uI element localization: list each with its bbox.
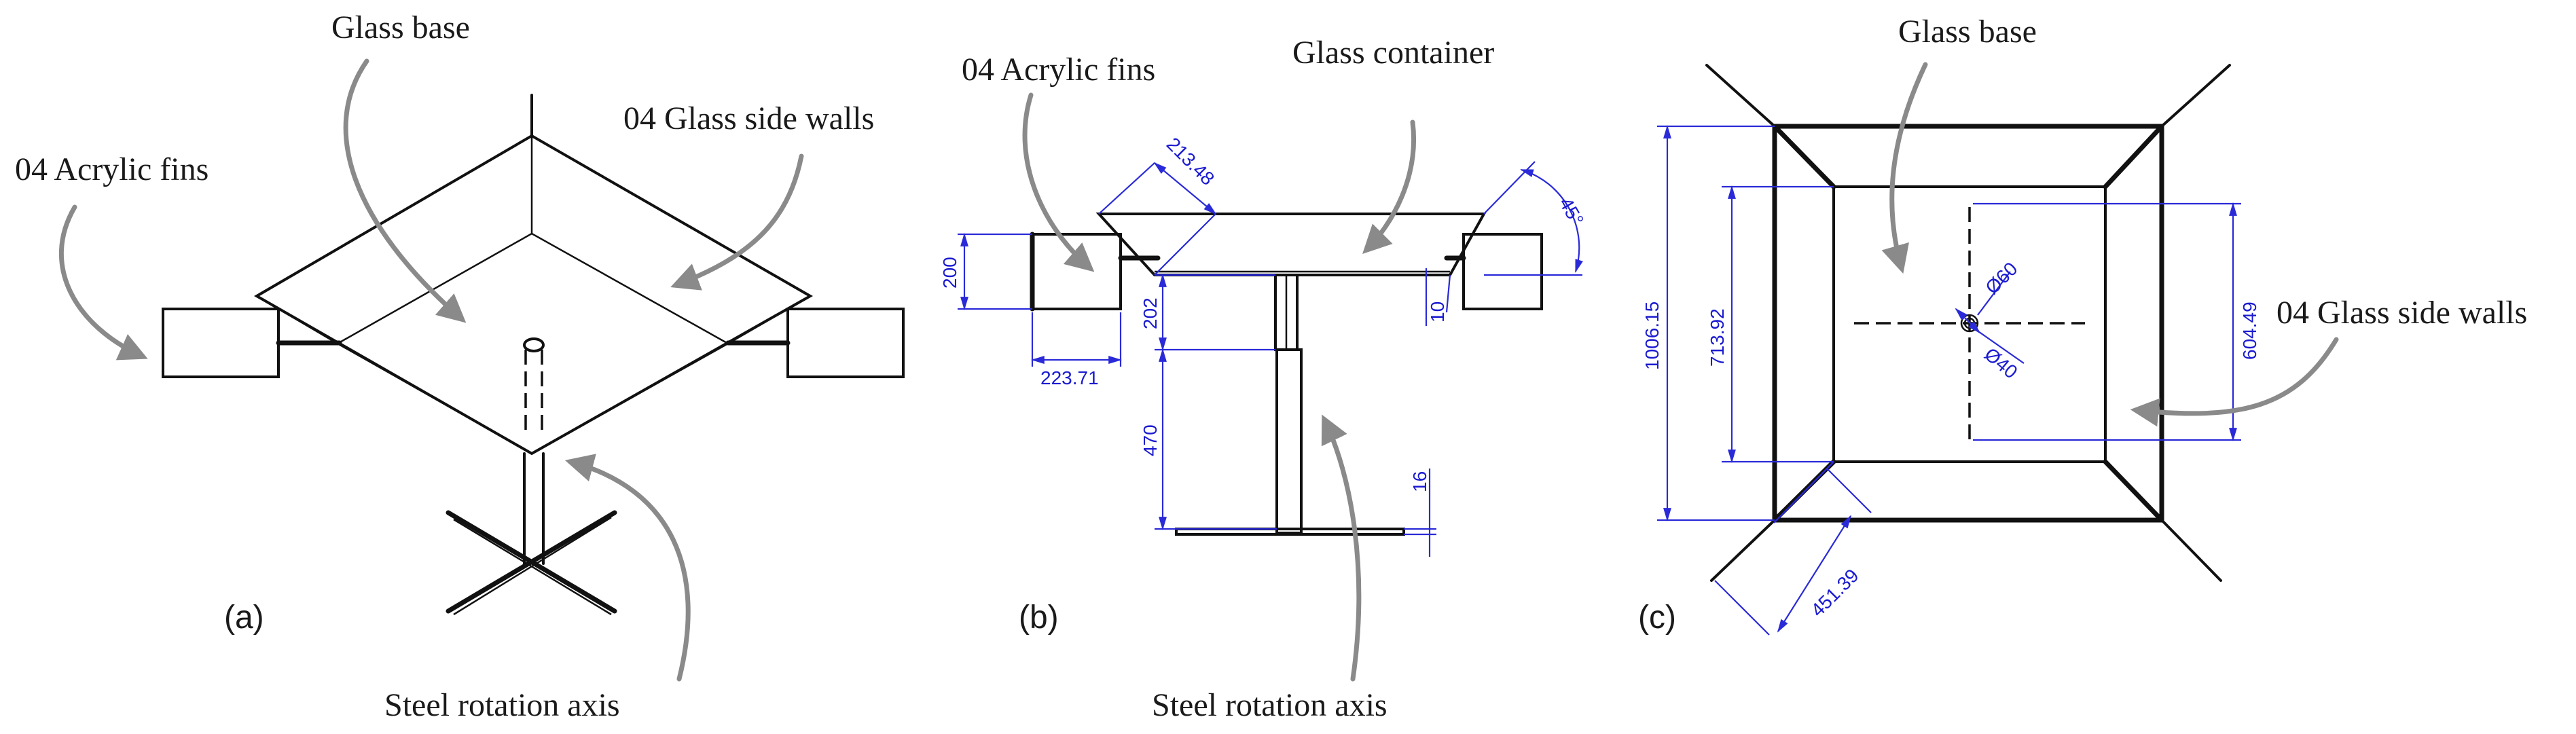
wall-edge-line — [727, 295, 811, 345]
base-leg — [446, 510, 617, 614]
dimension-lines — [958, 161, 1583, 557]
dimension-line — [1773, 461, 1834, 524]
acrylic-fin-right — [1462, 233, 1543, 310]
dimension-line — [1976, 329, 2025, 364]
panel-a: Glass base 04 Glass side walls 04 Acryli… — [15, 10, 905, 723]
dimension-label: 1006.15 — [1641, 301, 1663, 370]
wall-edge-line — [256, 295, 338, 345]
panel-c-drawing: 1006.15 713.92 604.49 451.39 Ø60 Ø40 — [1641, 64, 2260, 636]
lower-shaft — [1275, 348, 1303, 534]
label-side-walls: 04 Glass side walls — [623, 100, 874, 136]
dimension-label: Ø60 — [1981, 258, 2021, 298]
dimension-label: 10 — [1427, 301, 1448, 323]
label-rotation-axis: Steel rotation axis — [1152, 687, 1387, 723]
dimension-label: 16 — [1409, 471, 1430, 492]
fin-line — [2160, 64, 2231, 128]
container-top-rim — [254, 134, 814, 456]
fin-line — [2160, 519, 2222, 582]
base-leg-edge — [453, 516, 612, 616]
pointer-arrow — [1022, 92, 1095, 272]
label-rotation-axis: Steel rotation axis — [384, 687, 620, 723]
panel-a-drawing — [162, 94, 905, 616]
dimension-label: 45° — [1555, 194, 1588, 230]
fin-line — [1710, 519, 1776, 582]
dimension-label: 470 — [1140, 424, 1161, 456]
label-glass-base: Glass base — [1898, 14, 2037, 50]
dimension-line — [1098, 162, 1155, 215]
label-glass-container: Glass container — [1292, 35, 1494, 71]
dimension-label: 604.49 — [2239, 301, 2260, 360]
dimension-label: 200 — [939, 257, 960, 289]
fin-line — [1705, 64, 1776, 128]
dimension-line — [1153, 162, 1217, 215]
dimension-line — [1955, 308, 1981, 334]
base-leg-edge — [453, 518, 612, 616]
panel-caption: (c) — [1638, 600, 1676, 636]
dimension-line — [1154, 213, 1216, 276]
dimension-line — [1445, 274, 1451, 313]
glass-base-square — [1832, 185, 2107, 463]
panel-b: 213.48 45° 200 223.71 202 470 10 16 04 A… — [939, 35, 1588, 723]
dimension-label: 223.71 — [1040, 367, 1099, 388]
outer-frame — [1772, 124, 2164, 523]
dimension-lines — [1657, 125, 2241, 636]
glass-base-outline — [335, 232, 730, 455]
wall-corner-line — [2103, 459, 2164, 523]
pointer-arrow — [564, 454, 691, 682]
dimension-line — [1777, 515, 1852, 633]
dimension-line — [1977, 271, 2011, 316]
panel-caption: (a) — [224, 600, 264, 636]
panel-c: 1006.15 713.92 604.49 451.39 Ø60 Ø40 Gla… — [1638, 14, 2527, 636]
pointer-arrow — [1321, 414, 1362, 682]
pointer-arrow — [343, 58, 467, 323]
dimension-line — [1483, 161, 1536, 215]
shaft-top-ellipse — [523, 337, 545, 352]
dimension-label: 202 — [1140, 297, 1161, 329]
pointer-arrow — [1881, 62, 1928, 274]
acrylic-fin-left — [162, 308, 280, 378]
wall-corner-line — [1772, 124, 1836, 189]
pointer-arrow — [670, 153, 804, 291]
dimension-label: Ø40 — [1980, 344, 2021, 383]
acrylic-fin-left — [1031, 233, 1122, 310]
glass-container-section — [1095, 213, 1487, 276]
label-glass-base: Glass base — [331, 10, 470, 45]
acrylic-fin-right — [786, 308, 905, 378]
angle-arc — [1520, 168, 1583, 273]
dimension-line — [1714, 580, 1770, 636]
pointer-arrow — [58, 204, 148, 361]
dimension-line — [1826, 468, 1872, 513]
pointer-arrow — [1362, 120, 1416, 254]
label-acrylic-fins: 04 Acrylic fins — [962, 52, 1155, 88]
base-plate — [1175, 528, 1405, 536]
panel-caption: (b) — [1019, 600, 1059, 636]
pointer-arrow — [2130, 337, 2339, 427]
label-acrylic-fins: 04 Acrylic fins — [15, 151, 208, 187]
dimension-label: 713.92 — [1707, 308, 1728, 367]
wall-corner-line — [2103, 124, 2164, 189]
dimension-label: 213.48 — [1163, 133, 1218, 189]
label-side-walls: 04 Glass side walls — [2276, 295, 2527, 331]
